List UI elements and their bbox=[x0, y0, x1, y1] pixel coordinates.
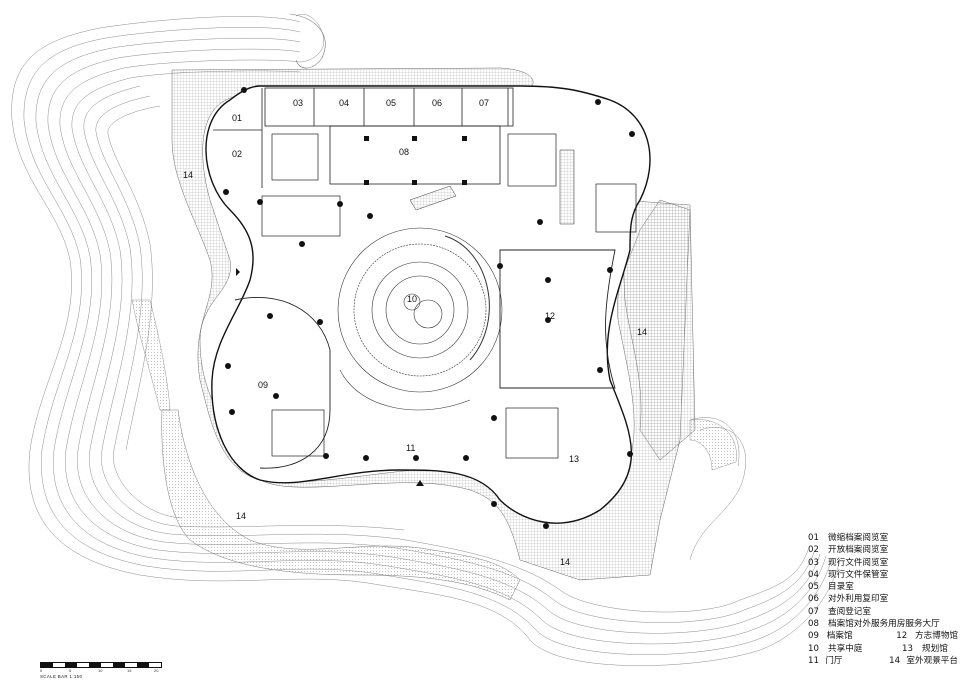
room-tag: 07 bbox=[479, 98, 489, 108]
scale-bar-caption: SCALE BAR 1:150 bbox=[40, 674, 83, 679]
terrace-hatch bbox=[131, 67, 737, 601]
legend-number: 05 bbox=[808, 582, 819, 593]
room-tag: 03 bbox=[293, 98, 303, 108]
room-tag: 09 bbox=[258, 380, 268, 390]
legend-label: 档案馆对外服务用房服务大厅 bbox=[828, 619, 940, 630]
legend-row: 10 共享中庭 13 规划馆 bbox=[808, 643, 958, 655]
room-tag: 04 bbox=[339, 98, 349, 108]
room-tag: 05 bbox=[386, 98, 396, 108]
room-tag: 11 bbox=[406, 443, 415, 453]
structural-columns bbox=[223, 87, 635, 529]
room-tag: 06 bbox=[432, 98, 442, 108]
legend-number: 02 bbox=[808, 545, 819, 556]
legend-label: 规划馆 bbox=[922, 643, 948, 654]
legend-row: 09 档案馆 12 方志博物馆 bbox=[808, 630, 958, 642]
legend-row: 11 门厅 14 室外观景平台 bbox=[808, 655, 958, 667]
hall-12 bbox=[234, 249, 616, 469]
room-tag: 14 bbox=[637, 327, 647, 337]
stairs bbox=[409, 149, 575, 225]
legend-label: 现行文件阅览室 bbox=[828, 557, 889, 568]
legend-number: 09 bbox=[808, 631, 819, 642]
legend-label: 目录室 bbox=[828, 582, 854, 593]
room-tags: 01 02 03 04 05 06 07 08 09 10 11 12 13 1… bbox=[183, 98, 647, 567]
building-outline bbox=[205, 85, 651, 524]
scale-tick: 15 bbox=[127, 668, 132, 673]
legend-label: 档案馆 bbox=[826, 631, 853, 642]
room-tag: 14 bbox=[236, 511, 246, 521]
legend-row: 05 目录室 bbox=[808, 581, 958, 593]
room-tag: 08 bbox=[399, 147, 409, 157]
legend-label: 开放档案阅览室 bbox=[828, 545, 889, 556]
legend-number: 11 bbox=[808, 655, 819, 666]
legend-number: 06 bbox=[808, 594, 819, 605]
scale-tick: 5 bbox=[69, 668, 72, 673]
room-tag: 13 bbox=[569, 454, 579, 464]
legend-label: 现行文件保管室 bbox=[828, 569, 889, 580]
service-cores bbox=[261, 133, 637, 459]
room-tag: 01 bbox=[232, 113, 242, 123]
ramp-upper-left bbox=[289, 13, 326, 69]
entry-markers bbox=[236, 268, 424, 486]
legend-label: 对外利用复印室 bbox=[828, 594, 889, 605]
legend-row: 07 查阅登记室 bbox=[808, 606, 958, 618]
legend-number: 04 bbox=[808, 569, 819, 580]
legend-number: 13 bbox=[902, 643, 913, 654]
top-room-bar bbox=[213, 87, 514, 188]
legend-label: 方志博物馆 bbox=[915, 631, 959, 642]
legend-number: 03 bbox=[808, 557, 819, 568]
legend-row: 04 现行文件保管室 bbox=[808, 569, 958, 581]
room-tag: 14 bbox=[560, 557, 570, 567]
legend-number: 01 bbox=[808, 533, 819, 543]
scale-bar-graphic bbox=[40, 662, 162, 668]
legend-row: 02 开放档案阅览室 bbox=[808, 544, 958, 556]
room-tag: 14 bbox=[183, 170, 193, 180]
room-tag: 12 bbox=[545, 311, 555, 321]
legend-number: 10 bbox=[808, 643, 819, 654]
legend-label: 室外观景平台 bbox=[906, 655, 958, 666]
legend-label: 微缩档案阅览室 bbox=[828, 533, 889, 543]
legend-label: 门厅 bbox=[825, 655, 843, 666]
legend-row: 01 微缩档案阅览室 bbox=[808, 532, 958, 544]
scale-bar: 0 5 10 15 20 SCALE BAR 1:150 bbox=[40, 662, 170, 682]
legend-row: 03 现行文件阅览室 bbox=[808, 557, 958, 569]
scale-tick: 0 bbox=[40, 668, 43, 673]
scale-tick: 20 bbox=[154, 668, 159, 673]
legend-row: 06 对外利用复印室 bbox=[808, 593, 958, 605]
legend-label: 共享中庭 bbox=[828, 643, 863, 654]
legend-row: 08 档案馆对外服务用房服务大厅 bbox=[808, 618, 958, 630]
legend-number: 07 bbox=[808, 606, 819, 617]
legend-label: 查阅登记室 bbox=[828, 606, 871, 617]
room-tag: 02 bbox=[232, 149, 242, 159]
legend-number: 08 bbox=[808, 619, 819, 630]
scale-tick: 10 bbox=[98, 668, 103, 673]
legend-number: 12 bbox=[896, 631, 908, 642]
legend-number: 14 bbox=[889, 655, 901, 666]
room-tag: 10 bbox=[407, 294, 417, 304]
